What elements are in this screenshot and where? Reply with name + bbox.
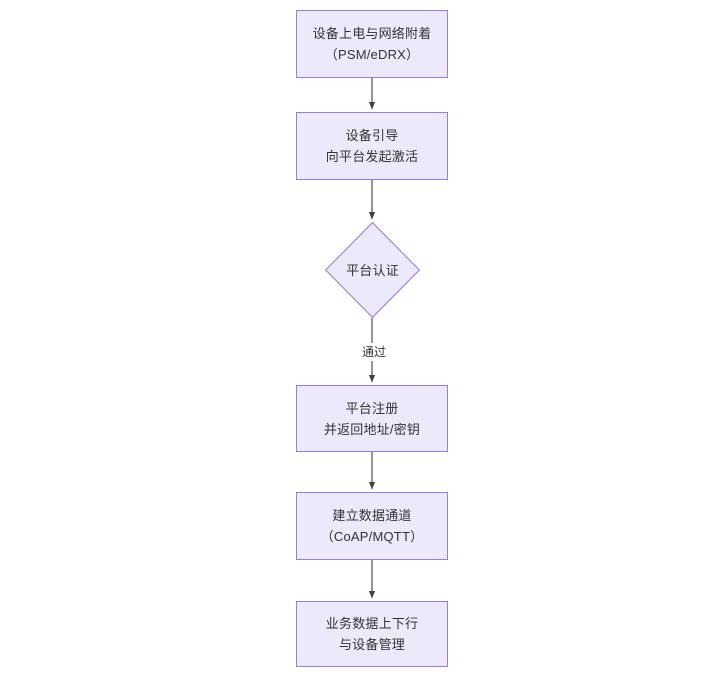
node-text-line-1: 建立数据通道 xyxy=(332,508,412,523)
node-text-line-1: 平台认证 xyxy=(346,262,399,278)
node-device-power-on[interactable]: 设备上电与网络附着 （PSM/eDRX） xyxy=(296,10,448,78)
node-text-line-2: 并返回地址/密钥 xyxy=(323,421,421,437)
node-text-line-2: （PSM/eDRX） xyxy=(324,47,420,62)
diamond-shape-icon xyxy=(325,222,420,318)
node-text-line-1: 平台注册 xyxy=(345,400,399,416)
node-text-line-1: 设备引导 xyxy=(345,128,399,143)
node-text-line-2: （CoAP/MQTT） xyxy=(320,529,424,544)
node-text-line-1: 业务数据上下行 xyxy=(325,616,419,631)
node-platform-authentication[interactable]: 平台认证 xyxy=(325,222,420,318)
node-device-bootstrap[interactable]: 设备引导 向平台发起激活 xyxy=(296,112,448,180)
node-data-channel-setup[interactable]: 建立数据通道 （CoAP/MQTT） xyxy=(296,492,448,560)
node-text-line-1: 设备上电与网络附着 xyxy=(312,26,432,41)
node-text-line-2: 与设备管理 xyxy=(338,637,405,652)
node-text-line-2: 向平台发起激活 xyxy=(325,149,419,164)
node-platform-registration[interactable]: 平台注册 并返回地址/密钥 xyxy=(296,385,448,452)
edge-label-pass: 通过 xyxy=(354,343,394,361)
node-business-data-and-device-management[interactable]: 业务数据上下行 与设备管理 xyxy=(296,601,448,667)
